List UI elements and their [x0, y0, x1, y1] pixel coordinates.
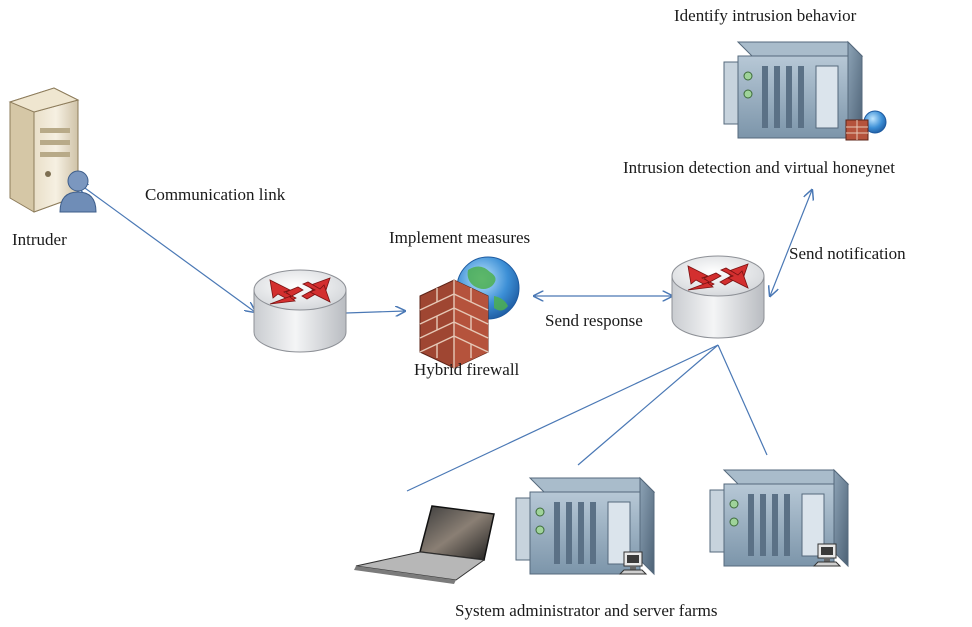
- label-implement-measures: Implement measures: [389, 228, 531, 247]
- link-intruder-to-router: [78, 183, 255, 312]
- laptop-icon: [354, 505, 495, 584]
- router-icon: [671, 255, 765, 339]
- firewall-icon: [419, 256, 520, 369]
- connection-links: [78, 183, 812, 492]
- label-communication-link: Communication link: [145, 185, 286, 204]
- intruder-workstation-icon: [8, 87, 97, 213]
- link-router-to-firewall: [345, 311, 405, 313]
- server-rack-icon: [723, 41, 863, 139]
- label-hybrid-firewall: Hybrid firewall: [414, 360, 520, 379]
- link-router-to-ids: [770, 190, 812, 296]
- label-send-notification: Send notification: [789, 244, 906, 263]
- intruder-user-icon: [59, 170, 97, 213]
- label-sysadmin-farms: System administrator and server farms: [455, 601, 718, 620]
- router-icon: [253, 269, 347, 353]
- label-identify-intrusion: Identify intrusion behavior: [674, 6, 857, 25]
- label-ids-honeynet: Intrusion detection and virtual honeynet: [623, 158, 895, 177]
- link-router-to-server-2: [717, 344, 768, 456]
- honeynet-firewall-icon: [845, 110, 887, 141]
- admin-terminal-icon: [619, 551, 647, 575]
- label-send-response: Send response: [545, 311, 643, 330]
- admin-terminal-icon: [813, 543, 841, 567]
- label-intruder: Intruder: [12, 230, 67, 249]
- link-router-to-server-1: [577, 344, 719, 466]
- link-router-to-laptop: [406, 344, 719, 492]
